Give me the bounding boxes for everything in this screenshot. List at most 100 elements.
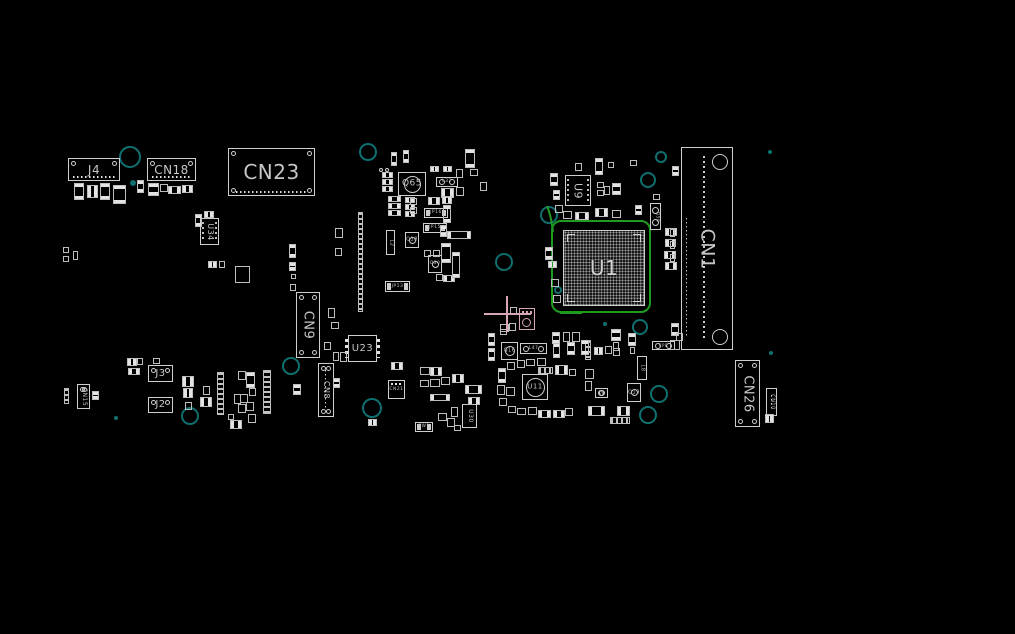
component-u9[interactable]: U9: [565, 175, 591, 206]
smd-part[interactable]: [424, 250, 431, 257]
smd-part[interactable]: [563, 332, 570, 342]
smd-part[interactable]: [572, 332, 580, 342]
smd-part[interactable]: [765, 414, 774, 423]
smd-part[interactable]: [630, 160, 637, 166]
smd-part[interactable]: [442, 196, 452, 204]
smd-part[interactable]: [454, 425, 461, 431]
smd-part[interactable]: [456, 169, 463, 178]
smd-part[interactable]: [410, 207, 417, 214]
smd-part[interactable]: [553, 295, 561, 303]
smd-part[interactable]: [517, 360, 525, 368]
smd-part[interactable]: [550, 173, 558, 186]
smd-part[interactable]: [388, 203, 401, 209]
smd-part[interactable]: [391, 152, 397, 166]
component-q16[interactable]: Q16: [501, 342, 518, 360]
component-j4[interactable]: J4: [68, 158, 120, 181]
smd-part[interactable]: [488, 348, 495, 361]
smd-part[interactable]: [331, 322, 339, 329]
smd-part[interactable]: [452, 374, 464, 383]
smd-part[interactable]: [612, 210, 621, 218]
smd-part[interactable]: [391, 362, 403, 370]
smd-part[interactable]: [528, 407, 537, 415]
component-q30[interactable]: Q30: [428, 255, 442, 273]
smd-part[interactable]: [246, 372, 255, 388]
smd-part[interactable]: [137, 180, 144, 193]
smd-part[interactable]: [438, 413, 447, 421]
smd-part[interactable]: [203, 386, 210, 395]
smd-part[interactable]: [594, 347, 603, 355]
smd-part[interactable]: [433, 250, 440, 257]
smd-part[interactable]: [551, 279, 559, 287]
smd-part[interactable]: [204, 211, 214, 218]
smd-part[interactable]: [506, 387, 515, 396]
smd-part[interactable]: [382, 172, 393, 178]
smd-part[interactable]: [555, 365, 568, 375]
component-u30[interactable]: U30: [462, 404, 477, 428]
smd-part[interactable]: [428, 197, 440, 205]
smd-part[interactable]: [608, 162, 614, 168]
smd-part[interactable]: [335, 248, 342, 256]
smd-part[interactable]: [382, 186, 393, 192]
smd-part[interactable]: [290, 284, 296, 291]
smd-part[interactable]: [263, 370, 271, 414]
smd-part[interactable]: [333, 378, 340, 388]
smd-part[interactable]: [617, 406, 630, 416]
smd-part[interactable]: [610, 417, 630, 424]
smd-part[interactable]: [219, 261, 225, 268]
smd-part[interactable]: [538, 410, 551, 418]
smd-part[interactable]: [182, 185, 193, 193]
smd-part[interactable]: [553, 190, 560, 200]
smd-part[interactable]: [451, 407, 458, 417]
component-cn1[interactable]: CN1: [681, 147, 733, 350]
smd-part[interactable]: [148, 183, 159, 196]
smd-part[interactable]: [613, 348, 620, 356]
smd-part[interactable]: [238, 404, 246, 413]
smd-part[interactable]: [480, 182, 487, 191]
component-q19[interactable]: Q19: [627, 383, 641, 402]
smd-part[interactable]: [507, 362, 515, 370]
smd-part[interactable]: [128, 368, 140, 375]
smd-part[interactable]: [500, 329, 507, 335]
smd-part[interactable]: [153, 358, 160, 364]
smd-part[interactable]: [670, 254, 675, 262]
component-u34[interactable]: U34: [200, 218, 219, 245]
smd-part[interactable]: [73, 251, 78, 260]
smd-part[interactable]: [440, 225, 447, 237]
smd-part[interactable]: [228, 414, 234, 420]
smd-part[interactable]: [672, 166, 679, 176]
smd-part[interactable]: [611, 329, 621, 341]
smd-part[interactable]: [235, 266, 250, 283]
smd-part[interactable]: [500, 324, 509, 332]
smd-part[interactable]: [113, 185, 126, 204]
smd-part[interactable]: [64, 388, 69, 404]
smd-part[interactable]: [465, 385, 482, 394]
smd-part[interactable]: [470, 169, 478, 176]
smd-part[interactable]: [217, 372, 224, 415]
selected-component[interactable]: [519, 308, 535, 330]
smd-part[interactable]: [526, 359, 535, 366]
component-cn10[interactable]: CN10: [766, 388, 777, 416]
smd-part[interactable]: [497, 385, 505, 395]
smd-part[interactable]: [670, 241, 675, 249]
component-cn26[interactable]: CN26: [735, 360, 760, 427]
smd-part[interactable]: [335, 228, 343, 238]
smd-part[interactable]: [508, 406, 516, 413]
smd-part[interactable]: [183, 388, 193, 398]
smd-part[interactable]: [436, 274, 443, 281]
smd-part[interactable]: [249, 388, 256, 396]
component-cn9[interactable]: CN9: [296, 292, 320, 358]
smd-part[interactable]: [452, 252, 460, 278]
component-cn18[interactable]: CN18: [147, 158, 196, 181]
smd-part[interactable]: [382, 179, 393, 185]
smd-part[interactable]: [670, 229, 675, 237]
smd-part[interactable]: [403, 150, 409, 163]
component-u23[interactable]: U23: [345, 335, 380, 362]
component-l32[interactable]: L32: [436, 177, 458, 187]
component-l9[interactable]: L9: [595, 388, 608, 398]
component-u1[interactable]: U1: [563, 230, 645, 306]
smd-part[interactable]: [653, 194, 660, 200]
smd-part[interactable]: [517, 408, 526, 415]
smd-part[interactable]: [604, 186, 610, 195]
component-j3[interactable]: J3: [148, 365, 173, 382]
smd-part[interactable]: [555, 205, 563, 213]
